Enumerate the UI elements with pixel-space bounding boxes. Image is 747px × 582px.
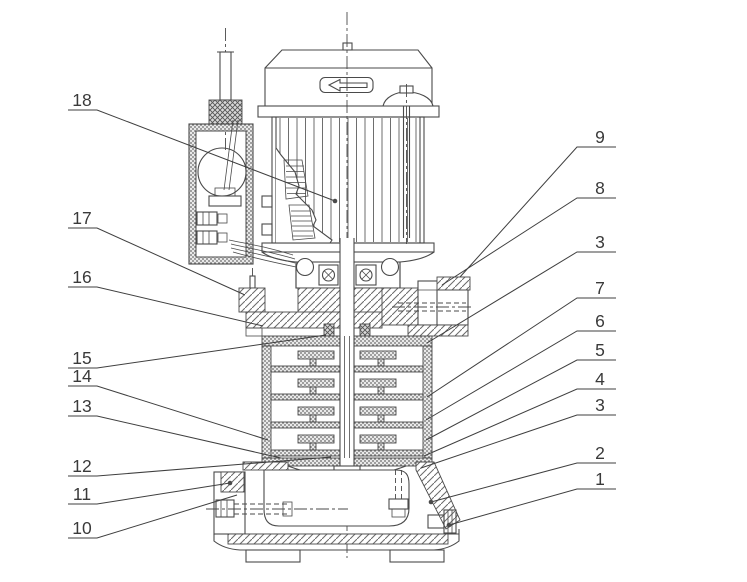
callout-number-left-2: 16 [72,267,91,287]
callout-number-left-1: 17 [72,208,91,228]
callout-dot-left-7 [227,480,233,486]
callout-number-right-3: 7 [595,278,605,298]
drain-plug [427,509,457,534]
callout-leader-left-1 [68,227,246,296]
rotation-arrow-icon [327,78,368,92]
callout-dot-right-9 [446,522,452,528]
callout-number-left-7: 11 [73,484,91,504]
callout-leader-left-4 [68,385,269,441]
callout-leader-right-2 [426,251,616,344]
rotation-arrow-plate [319,76,374,94]
callout-leader-left-8 [68,494,238,539]
callout-leader-right-4 [425,330,616,421]
winding-cutaway [275,147,333,244]
callout-leader-right-0 [459,146,616,278]
callout-number-right-1: 8 [595,178,605,198]
callout-number-left-6: 12 [72,456,91,476]
ball-bearing-right [355,264,377,286]
oval-flange [238,287,266,313]
callout-number-right-9: 1 [595,469,605,489]
terminal-box [188,28,297,268]
callout-dot-left-0 [332,198,338,204]
discharge-port [392,276,472,326]
callout-number-right-7: 3 [595,395,605,415]
base-foot [213,529,460,563]
gauge-tube [388,470,409,518]
callout-leader-left-7 [68,482,231,505]
callout-leader-left-5 [68,415,282,459]
callout-number-right-8: 2 [595,443,605,463]
ball-bearing-left [318,264,339,286]
callout-number-right-4: 6 [595,311,605,331]
callout-number-right-5: 5 [595,340,605,360]
base-cavity [263,469,410,527]
base-slant-wall [415,461,461,530]
callout-leader-right-9 [448,488,616,526]
callout-leader-right-5 [425,359,616,441]
terminal-bolts [196,211,228,245]
callout-number-left-4: 14 [72,366,92,386]
callout-leader-left-0 [68,109,336,202]
motor-body [261,116,425,244]
tie-bolt-boss [382,84,434,244]
cable-coil [197,147,247,197]
callout-leader-right-7 [420,414,616,469]
callout-number-right-2: 3 [595,232,605,252]
callout-leader-left-3 [68,334,327,369]
callout-number-left-8: 10 [72,518,92,538]
cable-gland [208,99,243,125]
callout-number-left-0: 18 [72,90,91,110]
callout-number-left-5: 13 [72,396,91,416]
callout-leader-right-6 [423,388,616,457]
callout-leader-left-2 [68,286,264,327]
bearing-bracket [261,242,435,289]
callout-number-right-6: 4 [595,369,605,389]
callout-dot-right-8 [428,499,434,505]
callout-leader-right-1 [441,197,616,286]
callout-number-left-3: 15 [72,348,91,368]
callout-leader-right-8 [430,462,616,503]
callout-leader-left-6 [68,456,332,477]
callout-leader-right-3 [426,297,616,398]
pump-base [206,461,461,563]
callout-number-right-0: 9 [595,127,605,147]
